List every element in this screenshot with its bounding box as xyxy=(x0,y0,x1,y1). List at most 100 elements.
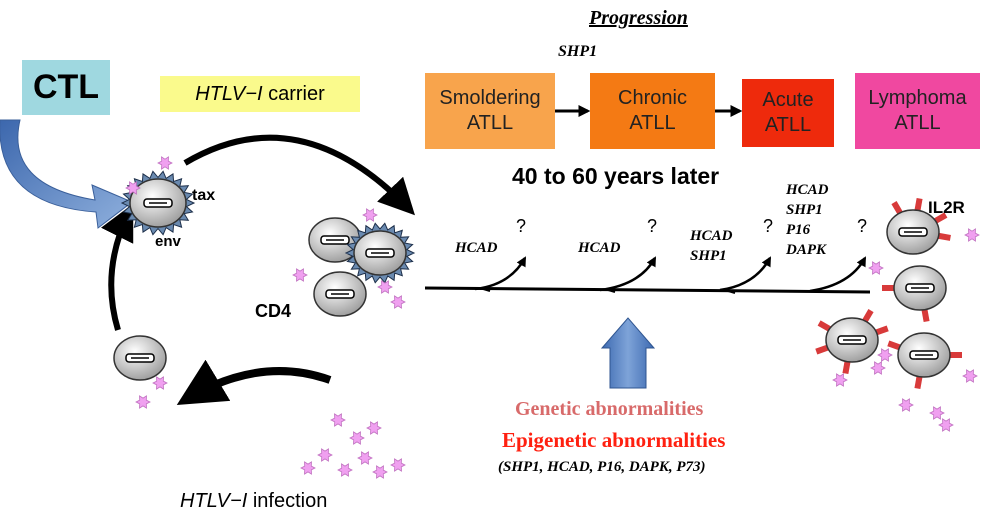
virus-particle xyxy=(362,208,378,222)
virus-particle xyxy=(372,465,388,479)
timeline-label: 40 to 60 years later xyxy=(512,163,720,189)
infected-cell xyxy=(113,335,167,381)
virus-particle xyxy=(152,376,168,390)
cycle-arrow-top xyxy=(183,134,415,216)
il2r-receptor xyxy=(874,325,889,336)
stage-type: ATLL xyxy=(629,112,676,134)
virus-particle xyxy=(292,268,308,282)
infection-virus-name: HTLV−I xyxy=(180,490,248,512)
branch-gene-label: HCAD xyxy=(455,240,498,256)
env-label: env xyxy=(155,233,181,250)
virus-particle xyxy=(870,361,886,375)
progression-title: Progression xyxy=(589,7,688,29)
il2r-receptor xyxy=(817,320,833,333)
abnormal-genes-label: (SHP1, HCAD, P16, DAPK, P73) xyxy=(498,459,706,475)
virus-particle xyxy=(929,406,945,420)
virus-particle xyxy=(357,451,373,465)
atll-cell xyxy=(882,265,947,323)
virus-particle xyxy=(300,461,316,475)
timeline-ticks xyxy=(479,287,736,294)
il2r-receptor xyxy=(815,344,830,355)
branch-gene-label: SHP1 xyxy=(690,248,727,264)
branch-gene-label: SHP1 xyxy=(786,202,823,218)
il2r-receptor xyxy=(842,360,851,375)
il2r-label: IL2R xyxy=(928,198,965,217)
il2r-receptor xyxy=(936,232,951,241)
infection-label: HTLV−I infection xyxy=(180,490,327,513)
timeline-line xyxy=(424,286,871,294)
virus-particle xyxy=(877,348,893,362)
il2r-receptor xyxy=(914,375,923,390)
carrier-box: HTLV−I carrier xyxy=(160,76,360,112)
epigenetic-label: Epigenetic abnormalities xyxy=(502,428,726,452)
virus-particle xyxy=(964,228,980,242)
stage-name: Smoldering xyxy=(439,87,541,109)
branch-1 xyxy=(474,256,527,291)
virus-particle xyxy=(868,261,884,275)
stage-name: Lymphoma xyxy=(868,87,967,109)
branch-question-mark: ? xyxy=(647,216,658,236)
branch-2 xyxy=(599,256,657,292)
branch-question-mark: ? xyxy=(516,216,527,236)
virus-particle xyxy=(366,421,382,435)
branch-3 xyxy=(719,256,772,292)
virus-particle xyxy=(157,156,173,170)
virus-particle xyxy=(125,181,141,195)
infected-cell xyxy=(120,170,196,236)
virus-particle xyxy=(832,373,848,387)
virus-particle xyxy=(349,431,365,445)
stage-name: Chronic xyxy=(618,87,687,109)
il2r-receptor xyxy=(932,212,948,225)
tax-label: tax xyxy=(192,187,216,204)
virus-particle xyxy=(377,280,393,294)
virus-particle xyxy=(938,418,954,432)
virus-particle xyxy=(898,398,914,412)
branch-gene-label: HCAD xyxy=(690,228,733,244)
infected-cd4-cell xyxy=(344,222,416,284)
il2r-receptor xyxy=(921,308,930,323)
virus-particle xyxy=(390,295,406,309)
il2r-receptor xyxy=(914,197,923,212)
atll-cell xyxy=(815,309,889,375)
ctl-label: CTL xyxy=(32,68,100,106)
virus-particle xyxy=(962,369,978,383)
carrier-virus-name: HTLV−I xyxy=(195,82,263,105)
cells-layer xyxy=(113,170,962,390)
cd4-label: CD4 xyxy=(255,301,292,321)
il2r-receptor xyxy=(887,340,902,351)
il2r-receptor xyxy=(891,201,904,216)
stage-type: ATLL xyxy=(764,114,812,136)
ctl-box: CTL xyxy=(22,60,110,115)
atll-cell xyxy=(887,332,962,390)
ctl-attack-arrow xyxy=(0,119,133,229)
infection-text: infection xyxy=(247,490,328,512)
virus-particle xyxy=(330,413,346,427)
il2r-receptor xyxy=(861,309,874,324)
carrier-label: carrier xyxy=(262,82,325,105)
virus-particles xyxy=(125,156,980,479)
branch-question-mark: ? xyxy=(857,216,868,236)
branch-gene-label: HCAD xyxy=(786,182,829,198)
genetic-label: Genetic abnormalities xyxy=(515,398,704,420)
atll-cell xyxy=(886,197,951,255)
virus-particle xyxy=(317,448,333,462)
virus-particle xyxy=(337,463,353,477)
cycle-arrow-left xyxy=(101,203,134,331)
cycle-arrow-bottom xyxy=(176,359,332,405)
branch-gene-label: P16 xyxy=(786,222,811,238)
stage-name: Acute xyxy=(762,89,814,111)
shp1-top-label: SHP1 xyxy=(558,43,598,60)
virus-particle xyxy=(390,458,406,472)
branch-gene-label: DAPK xyxy=(786,242,827,258)
branch-gene-label: HCAD xyxy=(578,240,621,256)
branch-4 xyxy=(809,256,867,293)
up-arrow xyxy=(600,317,656,389)
cd4-cell xyxy=(313,271,367,317)
branch-question-mark: ? xyxy=(763,216,774,236)
stage-type: ATLL xyxy=(894,112,941,134)
